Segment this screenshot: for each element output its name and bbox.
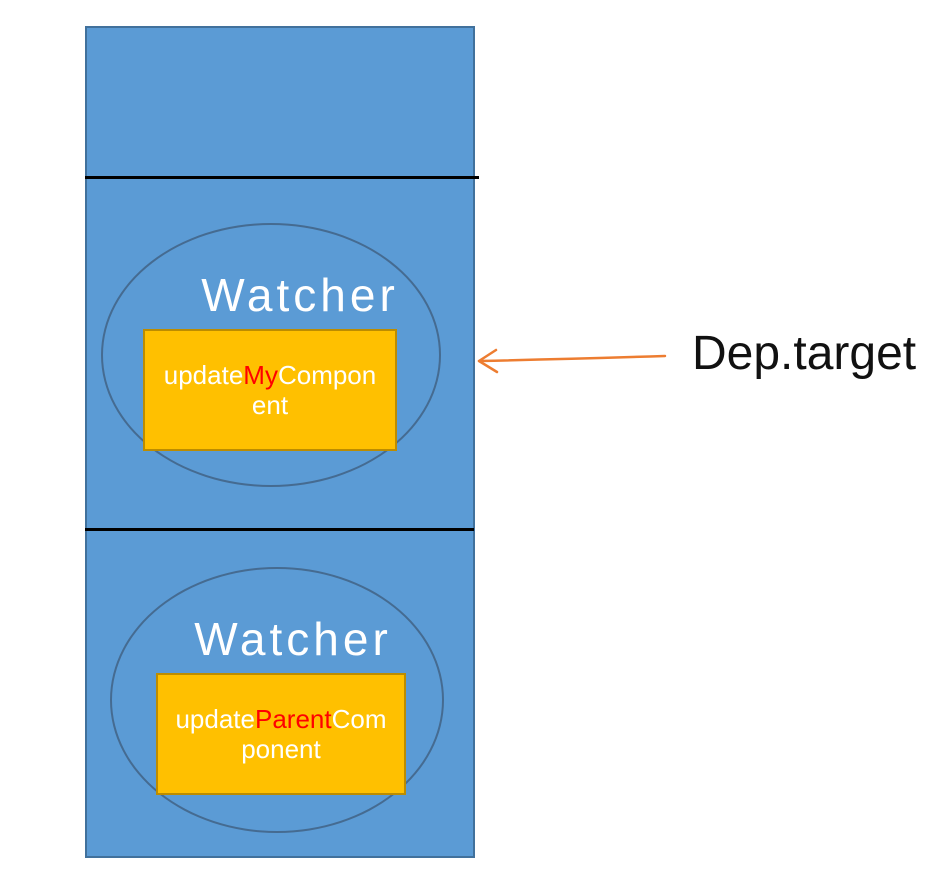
arrow-head xyxy=(477,348,499,374)
watcher-title-1: Watcher xyxy=(201,269,399,321)
dep-target-label: Dep.target xyxy=(692,327,917,380)
watcher-ellipse-2 xyxy=(110,567,444,833)
section-divider-top xyxy=(85,176,479,179)
section-divider-bottom xyxy=(85,528,474,531)
watcher-title-2: Watcher xyxy=(194,613,392,665)
arrow-shaft xyxy=(477,354,667,363)
watcher-ellipse-1 xyxy=(101,223,441,487)
dep-target-arrow xyxy=(477,348,667,374)
